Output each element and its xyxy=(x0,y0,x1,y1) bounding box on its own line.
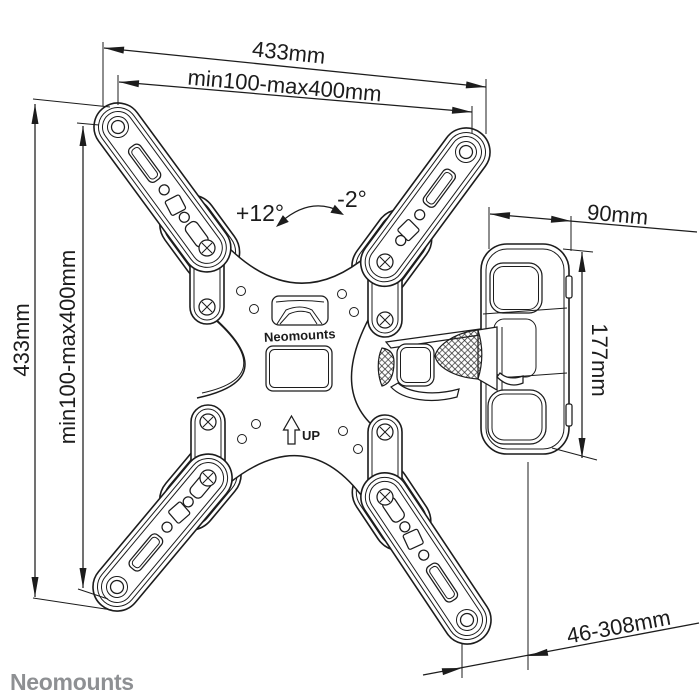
arm-hinge-hatch-right xyxy=(434,329,483,380)
dim-line-top-range xyxy=(118,81,473,113)
dim-top-range-label: min100-max400mm xyxy=(187,65,383,107)
bracket-right-tab-top xyxy=(565,275,573,299)
up-arrow-label: UP xyxy=(302,428,320,443)
bracket-top-cutout xyxy=(489,262,543,314)
dim-left-range-label: min100-max400mm xyxy=(55,250,80,444)
plate-handle-cutout xyxy=(271,295,329,326)
arm-window xyxy=(396,343,435,387)
rotation-arc xyxy=(280,205,342,223)
articulating-arm xyxy=(377,326,524,402)
bracket-right-tab-bottom xyxy=(565,403,573,427)
dim-line-top-width xyxy=(103,47,487,88)
plate-screw-holes xyxy=(236,286,363,454)
dimension-arrowheads xyxy=(31,46,586,676)
plate-rect-cutout-inner xyxy=(269,349,329,388)
dim-left-height-label: 433mm xyxy=(9,303,34,376)
extension-lines xyxy=(32,42,598,678)
vesa-arm-top-right xyxy=(359,127,491,288)
plate-brand-label: Neomounts xyxy=(264,326,336,345)
dim-depth-range-label: 46-308mm xyxy=(565,605,673,649)
tilt-up-label: +12° xyxy=(236,200,284,226)
footer-brand-logo: Neomounts xyxy=(10,669,134,695)
vesa-arm-bottom-right xyxy=(360,472,492,645)
plate-edge-top xyxy=(225,244,369,284)
dim-bracket-height-label: 177mm xyxy=(587,323,612,396)
dim-bracket-width-label: 90mm xyxy=(586,199,649,229)
tilt-down-label: -2° xyxy=(337,186,367,212)
arm-lower-lip xyxy=(390,382,460,402)
vesa-arm-bottom-left xyxy=(92,453,233,612)
arm-hinge-hatch-left xyxy=(377,347,395,387)
rotation-indicator: +12° -2° xyxy=(236,186,367,227)
dim-line-bracket-width xyxy=(489,213,698,233)
plate-edge-left-inner xyxy=(200,307,245,394)
bracket-bottom-cutout xyxy=(487,389,547,445)
plate-rect-cutout xyxy=(265,345,333,392)
vesa-plate: Neomounts UP xyxy=(195,244,400,500)
pivot-screws xyxy=(198,239,394,506)
plate-edge-bottom xyxy=(226,454,365,500)
up-arrow-icon xyxy=(282,414,301,445)
vesa-arm-top-left xyxy=(93,102,232,273)
wall-bracket xyxy=(480,243,573,455)
dim-line-depth-range xyxy=(422,622,700,676)
